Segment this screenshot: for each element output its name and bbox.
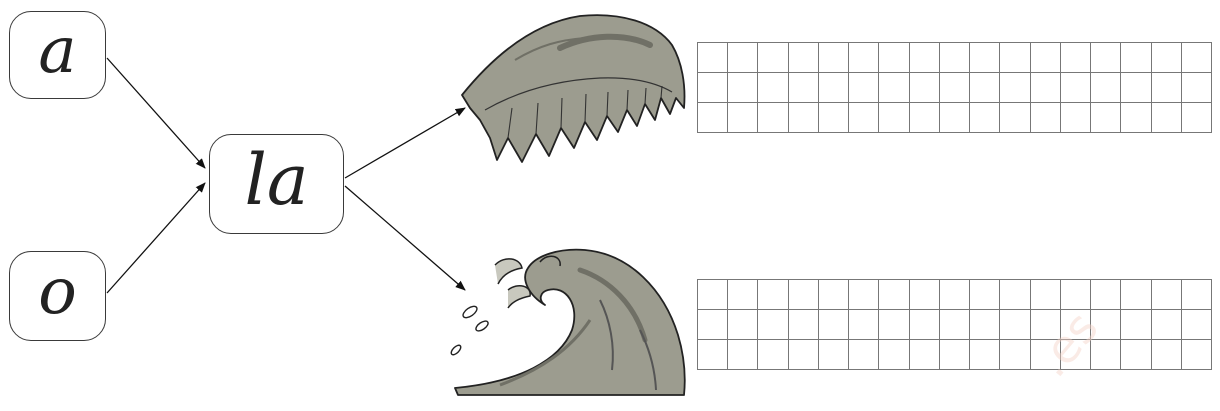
- grid-cell[interactable]: [758, 73, 788, 103]
- grid-cell[interactable]: [728, 103, 758, 133]
- grid-cell[interactable]: [728, 43, 758, 73]
- grid-cell[interactable]: [1091, 43, 1121, 73]
- grid-cell[interactable]: [1031, 73, 1061, 103]
- grid-cell[interactable]: [1000, 310, 1030, 340]
- grid-cell[interactable]: [1121, 73, 1151, 103]
- grid-cell[interactable]: [1000, 73, 1030, 103]
- grid-cell[interactable]: [879, 310, 909, 340]
- grid-cell[interactable]: [1000, 340, 1030, 370]
- grid-cell[interactable]: [819, 280, 849, 310]
- grid-cell[interactable]: [758, 43, 788, 73]
- grid-cell[interactable]: [879, 73, 909, 103]
- grid-cell[interactable]: [849, 280, 879, 310]
- grid-cell[interactable]: [910, 310, 940, 340]
- grid-cell[interactable]: [758, 340, 788, 370]
- grid-cell[interactable]: [758, 103, 788, 133]
- grid-cell[interactable]: [1031, 280, 1061, 310]
- grid-cell[interactable]: [819, 73, 849, 103]
- grid-cell[interactable]: [849, 103, 879, 133]
- grid-cell[interactable]: [1152, 340, 1182, 370]
- grid-cell[interactable]: [819, 43, 849, 73]
- grid-cell[interactable]: [1121, 310, 1151, 340]
- grid-cell[interactable]: [728, 280, 758, 310]
- grid-cell[interactable]: [1182, 280, 1212, 310]
- grid-cell[interactable]: [910, 103, 940, 133]
- grid-cell[interactable]: [1152, 73, 1182, 103]
- grid-cell[interactable]: [879, 103, 909, 133]
- grid-cell[interactable]: [758, 310, 788, 340]
- grid-cell[interactable]: [940, 340, 970, 370]
- grid-cell[interactable]: [879, 280, 909, 310]
- grid-cell[interactable]: [789, 310, 819, 340]
- grid-cell[interactable]: [819, 340, 849, 370]
- grid-cell[interactable]: [698, 310, 728, 340]
- grid-cell[interactable]: [1031, 103, 1061, 133]
- grid-cell[interactable]: [1182, 103, 1212, 133]
- grid-cell[interactable]: [789, 73, 819, 103]
- grid-cell[interactable]: [970, 310, 1000, 340]
- grid-cell[interactable]: [698, 43, 728, 73]
- grid-cell[interactable]: [910, 73, 940, 103]
- grid-cell[interactable]: [849, 340, 879, 370]
- grid-cell[interactable]: [1091, 103, 1121, 133]
- grid-cell[interactable]: [1061, 73, 1091, 103]
- grid-cell[interactable]: [970, 340, 1000, 370]
- grid-cell[interactable]: [819, 103, 849, 133]
- grid-cell[interactable]: [1121, 280, 1151, 310]
- grid-cell[interactable]: [940, 103, 970, 133]
- grid-cell[interactable]: [698, 280, 728, 310]
- writing-grid-top[interactable]: [697, 42, 1212, 133]
- grid-cell[interactable]: [879, 43, 909, 73]
- grid-cell[interactable]: [1121, 103, 1151, 133]
- writing-grid-bottom[interactable]: [697, 279, 1212, 370]
- grid-cell[interactable]: [1031, 43, 1061, 73]
- grid-cell[interactable]: [970, 43, 1000, 73]
- grid-cell[interactable]: [1061, 43, 1091, 73]
- grid-cell[interactable]: [819, 310, 849, 340]
- grid-cell[interactable]: [728, 310, 758, 340]
- grid-cell[interactable]: [1000, 280, 1030, 310]
- grid-cell[interactable]: [970, 103, 1000, 133]
- grid-cell[interactable]: [1091, 280, 1121, 310]
- grid-cell[interactable]: [1182, 43, 1212, 73]
- grid-cell[interactable]: [1152, 43, 1182, 73]
- grid-cell[interactable]: [940, 73, 970, 103]
- grid-cell[interactable]: [728, 340, 758, 370]
- grid-cell[interactable]: [1152, 280, 1182, 310]
- grid-cell[interactable]: [758, 280, 788, 310]
- grid-cell[interactable]: [1182, 73, 1212, 103]
- grid-cell[interactable]: [910, 280, 940, 310]
- grid-cell[interactable]: [1182, 310, 1212, 340]
- grid-cell[interactable]: [698, 73, 728, 103]
- grid-cell[interactable]: [849, 73, 879, 103]
- grid-cell[interactable]: [1000, 43, 1030, 73]
- grid-cell[interactable]: [1091, 73, 1121, 103]
- grid-cell[interactable]: [789, 340, 819, 370]
- grid-cell[interactable]: [1152, 310, 1182, 340]
- grid-cell[interactable]: [1121, 43, 1151, 73]
- grid-cell[interactable]: [879, 340, 909, 370]
- grid-cell[interactable]: [789, 280, 819, 310]
- grid-cell[interactable]: [970, 280, 1000, 310]
- grid-cell[interactable]: [698, 340, 728, 370]
- grid-cell[interactable]: [910, 340, 940, 370]
- grid-cell[interactable]: [910, 43, 940, 73]
- grid-cell[interactable]: [1152, 103, 1182, 133]
- grid-cell[interactable]: [728, 73, 758, 103]
- grid-cell[interactable]: [940, 310, 970, 340]
- grid-cell[interactable]: [1000, 103, 1030, 133]
- grid-cell[interactable]: [849, 310, 879, 340]
- grid-cell[interactable]: [698, 103, 728, 133]
- grid-cell[interactable]: [970, 73, 1000, 103]
- grid-cell[interactable]: [940, 43, 970, 73]
- grid-cell[interactable]: [789, 43, 819, 73]
- grid-cell[interactable]: [1182, 340, 1212, 370]
- grid-cell[interactable]: [849, 43, 879, 73]
- grid-cell[interactable]: [1121, 340, 1151, 370]
- grid-cell[interactable]: [940, 280, 970, 310]
- grid-cell[interactable]: [789, 103, 819, 133]
- grid-cell[interactable]: [1061, 103, 1091, 133]
